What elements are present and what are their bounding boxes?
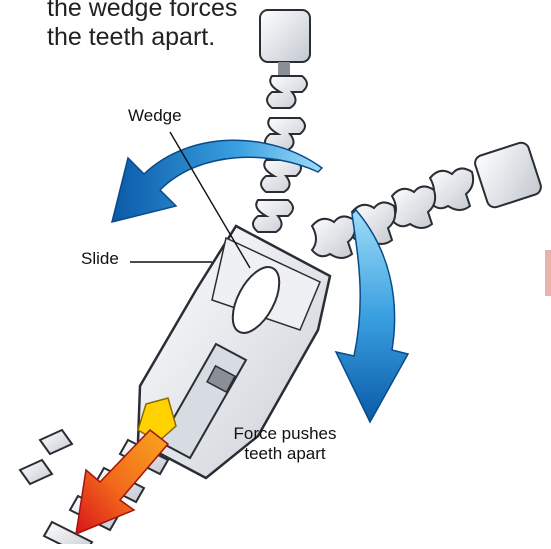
caption-line-2: the teeth apart. bbox=[47, 23, 277, 52]
tooth bbox=[312, 216, 355, 258]
caption: the wedge forces the teeth apart. bbox=[47, 0, 277, 52]
pull-direction-arrow bbox=[76, 430, 168, 534]
label-force: Force pushes teeth apart bbox=[215, 424, 355, 464]
edge-marker bbox=[545, 250, 551, 296]
caption-line-1: the wedge forces bbox=[47, 0, 277, 23]
label-force-line-1: Force pushes bbox=[215, 424, 355, 444]
label-force-line-2: teeth apart bbox=[215, 444, 355, 464]
tooth bbox=[253, 200, 293, 232]
upper-right-chain bbox=[312, 141, 543, 258]
tooth bbox=[261, 160, 301, 192]
tooth bbox=[430, 168, 473, 210]
label-slide: Slide bbox=[81, 249, 119, 269]
top-stop-right bbox=[473, 141, 543, 210]
tooth bbox=[392, 186, 435, 228]
label-wedge: Wedge bbox=[128, 106, 182, 126]
tooth bbox=[267, 76, 307, 108]
